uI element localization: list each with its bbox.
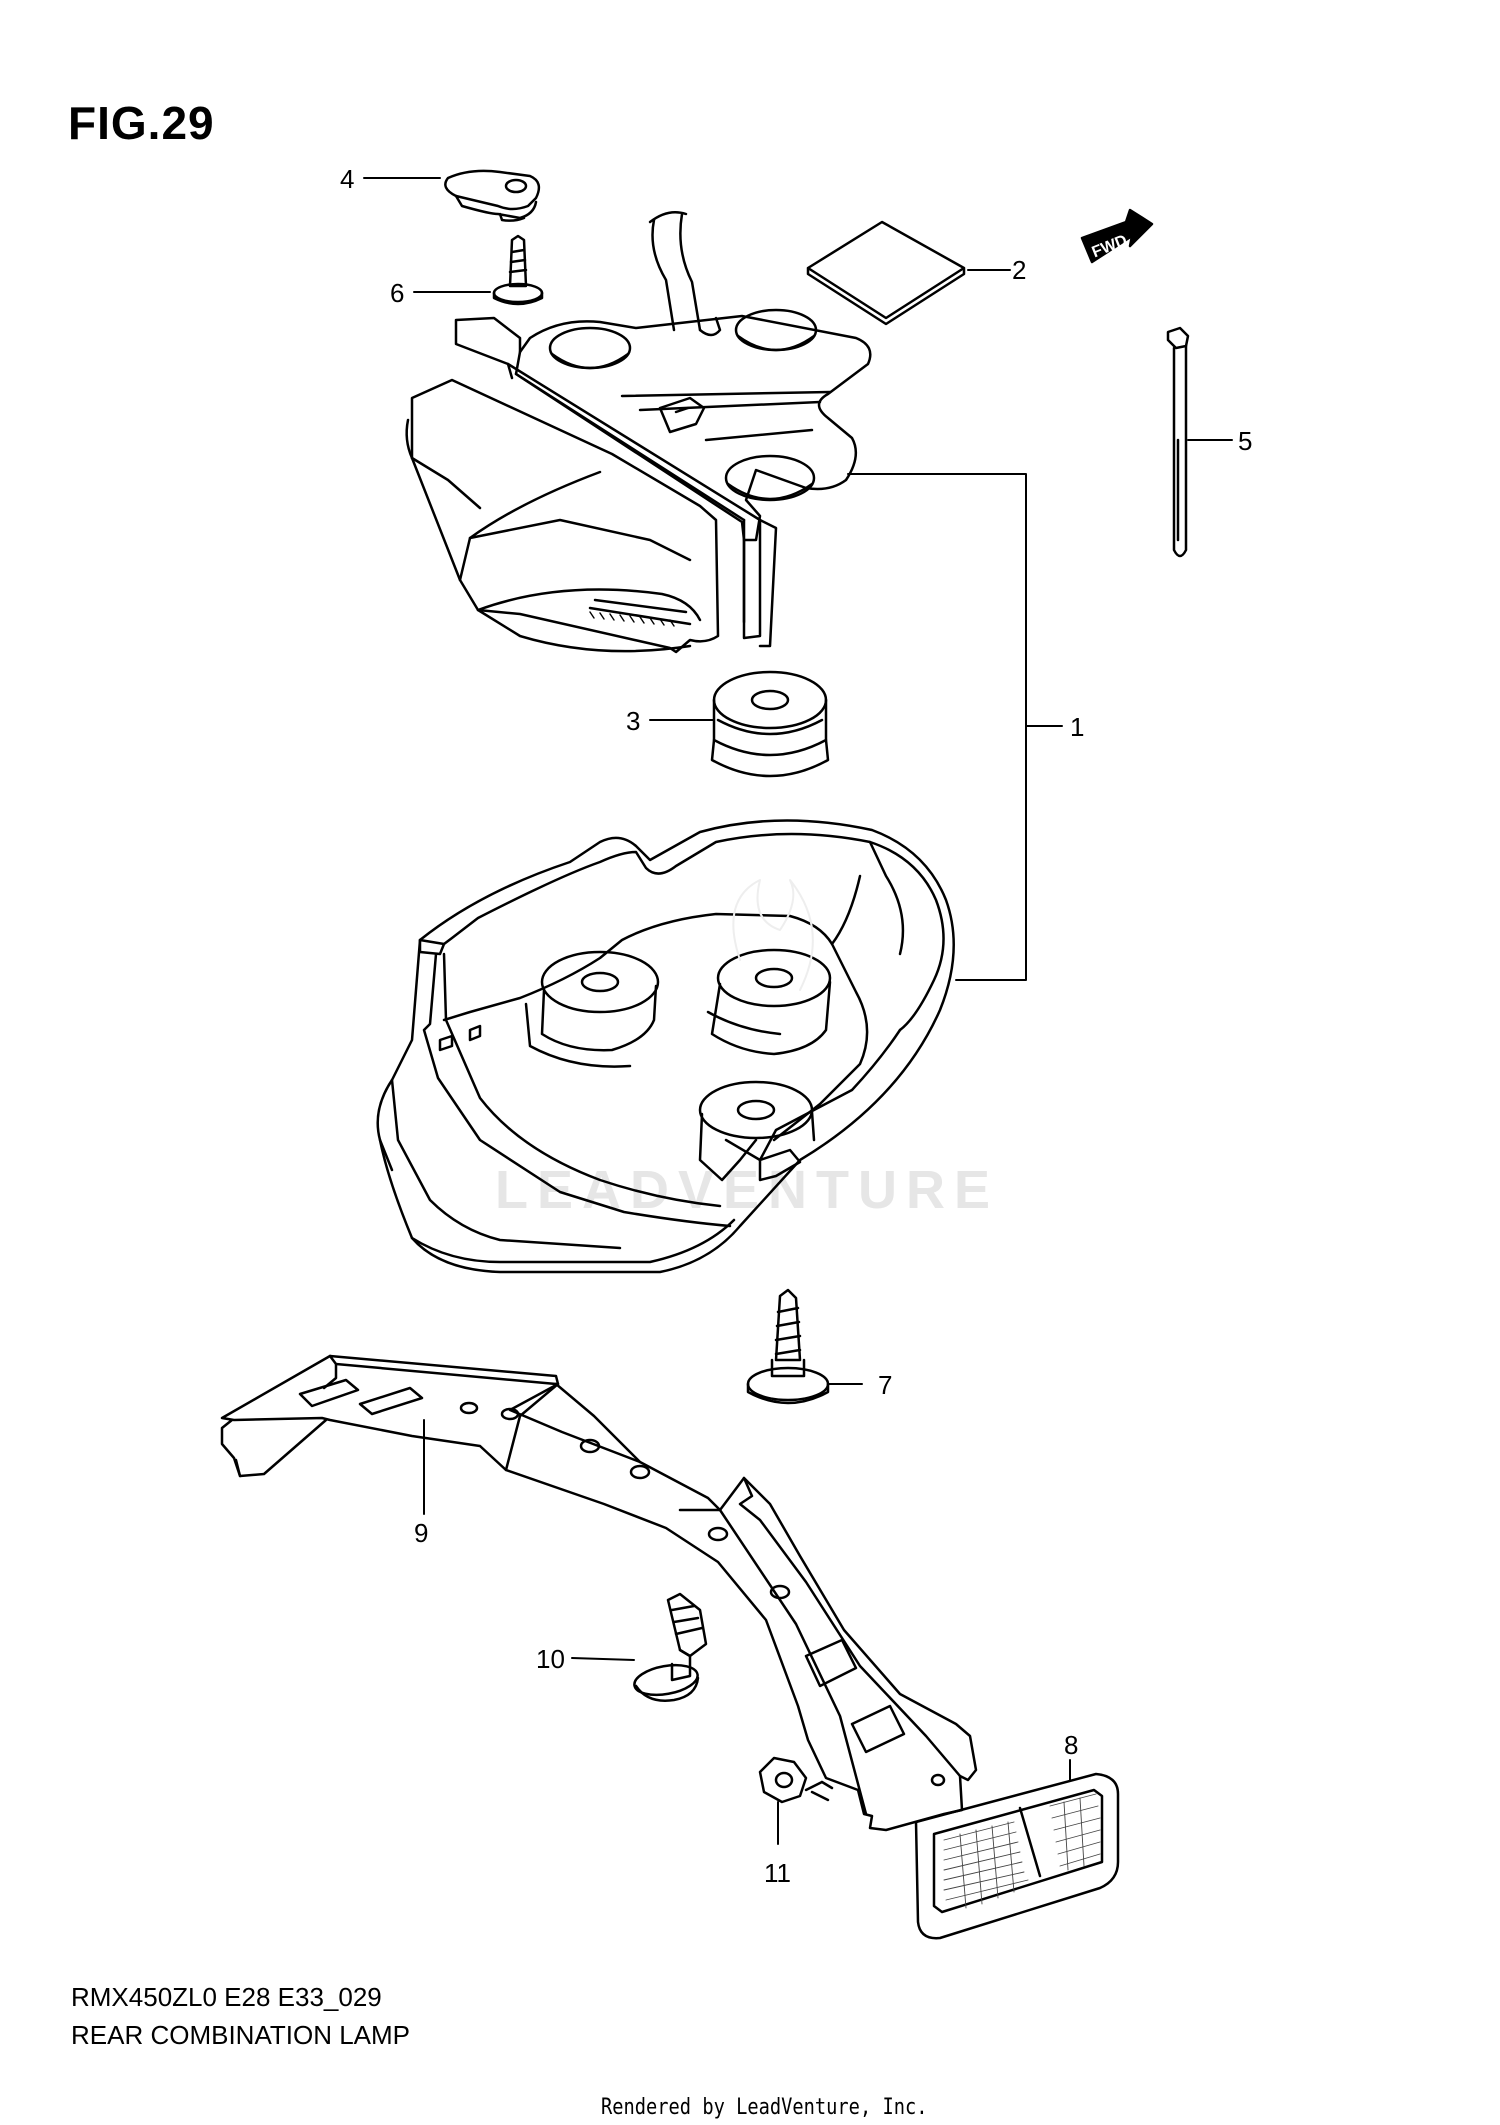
rear-lamp-unit (405, 211, 872, 654)
lamp-base-cover (376, 819, 955, 1274)
lamp-bracket-part (220, 1354, 978, 1832)
cable-tie-part (1166, 326, 1190, 558)
fwd-arrow-icon: FWD (1080, 208, 1154, 264)
watermark-text: LEADVENTURE (495, 1160, 999, 1220)
boss-center (706, 948, 832, 1056)
figure-caption: REAR COMBINATION LAMP (71, 2020, 411, 2050)
bolt-part (633, 1592, 708, 1702)
callout-3: 3 (626, 706, 640, 736)
cable-clamp-part (444, 169, 541, 222)
tapping-screw-part (746, 1288, 830, 1405)
callout-4: 4 (340, 164, 354, 194)
pad-part (806, 220, 966, 326)
grommet-part (710, 670, 830, 778)
callout-1: 1 (1070, 712, 1084, 742)
callout-11: 11 (764, 1858, 791, 1888)
model-code: RMX450ZL0 E28 E33_029 (71, 1982, 382, 2012)
callout-10: 10 (536, 1644, 565, 1674)
boss-left (524, 950, 660, 1068)
callout-5: 5 (1238, 426, 1252, 456)
boss-lower (698, 1080, 816, 1182)
nut-part (758, 1756, 834, 1804)
render-credit: Rendered by LeadVenture, Inc. (601, 2095, 928, 2120)
callout-2: 2 (1012, 255, 1026, 285)
leader-lines (363, 177, 1233, 1845)
small-screw-part (492, 234, 544, 306)
reflector-part (914, 1772, 1120, 1940)
figure-title: FIG.29 (68, 97, 215, 149)
callout-6: 6 (390, 278, 404, 308)
callout-7: 7 (878, 1370, 892, 1400)
callout-9: 9 (414, 1518, 428, 1548)
callout-8: 8 (1064, 1730, 1078, 1760)
